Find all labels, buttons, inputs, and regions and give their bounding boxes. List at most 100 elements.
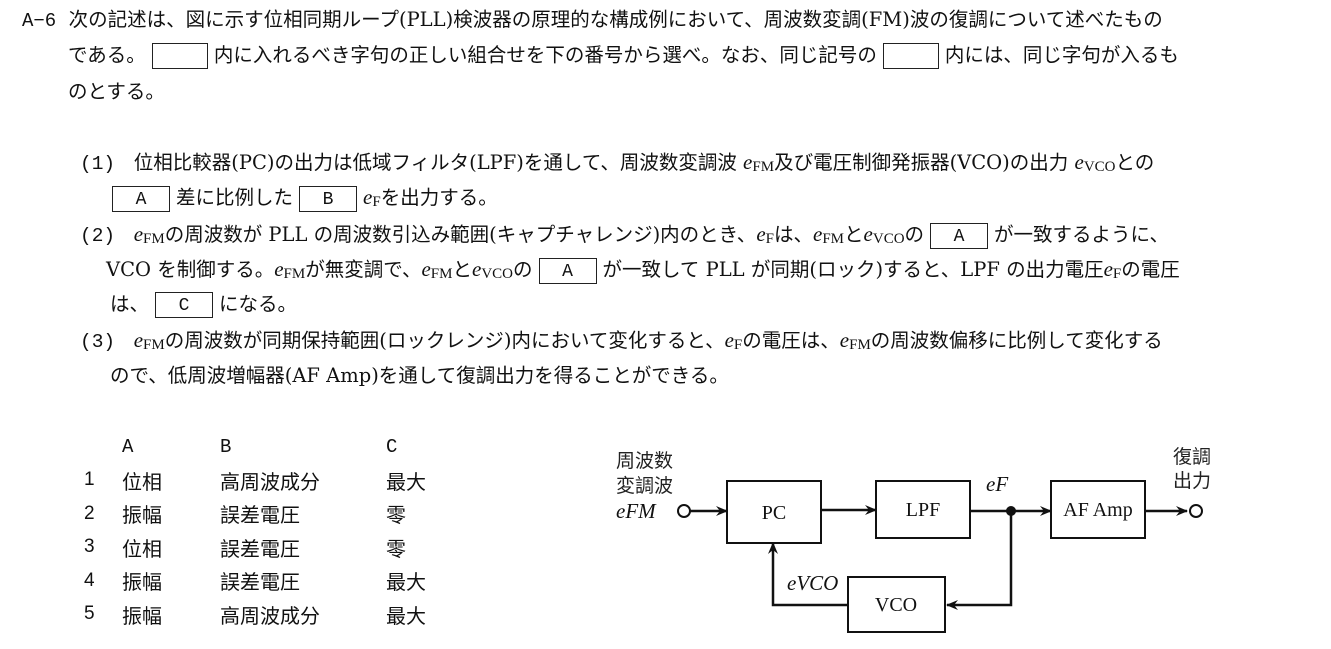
- statement-text: は、: [110, 292, 150, 316]
- symbol-e-fm: eFM: [743, 150, 775, 175]
- blank-a: A: [112, 185, 170, 212]
- statement-2-line-1: (2) eFMの周波数が PLL の周波数引込み範囲(キャプチャレンジ)内のとき…: [80, 222, 1169, 251]
- symbol-e-f: eF: [724, 328, 743, 353]
- af-amp-block-label: AF Amp: [1063, 499, 1132, 521]
- question-intro-line-3: のとする。: [68, 80, 165, 104]
- input-label-line-2: 変調波: [616, 475, 673, 497]
- header-c: C: [386, 435, 398, 458]
- symbol-e-vco: eVCO: [1074, 150, 1116, 175]
- input-terminal-icon: [677, 504, 691, 518]
- input-symbol-e-fm: eFM: [616, 499, 657, 523]
- header-b: B: [220, 435, 232, 458]
- vco-to-pc-arrow: [768, 542, 848, 607]
- vco-block-label: VCO: [875, 594, 917, 616]
- statement-text: が一致して PLL が同期(ロック)すると、LPF の出力電圧: [602, 258, 1104, 281]
- answer-choices-table: A B C 1 位相 高周波成分 最大 2 振幅 誤差電圧 零 3 位相 誤差電…: [84, 430, 466, 631]
- choice-c: 最大: [386, 469, 426, 494]
- blank-a: A: [930, 222, 989, 249]
- af-amp-block: [1050, 480, 1146, 539]
- lpf-block-label: LPF: [906, 499, 940, 521]
- statement-text: の周波数が PLL の周波数引込み範囲(キャプチャレンジ)内のとき、: [164, 223, 757, 246]
- choice-a: 振幅: [122, 603, 162, 628]
- symbol-e-fm: eFM: [133, 222, 165, 247]
- blank-b: B: [299, 185, 358, 212]
- statement-text: の電圧: [1121, 258, 1180, 281]
- intro-text-3: のとする。: [68, 80, 165, 103]
- choice-c: 最大: [386, 570, 426, 595]
- vco-block: [847, 576, 946, 633]
- choice-number[interactable]: 2: [84, 502, 95, 524]
- intro-text-1: 次の記述は、図に示す位相同期ループ(PLL)検波器の原理的な構成例において、周波…: [68, 8, 1163, 31]
- statement-3-line-2: ので、低周波増幅器(AF Amp)を通して復調出力を得ることができる。: [110, 364, 729, 388]
- choice-b: 高周波成分: [220, 469, 320, 494]
- output-terminal-icon: [1189, 504, 1203, 518]
- symbol-e-fm: eFM: [839, 328, 871, 353]
- choice-row[interactable]: 2 振幅 誤差電圧 零: [84, 497, 466, 531]
- choice-b: 誤差電圧: [220, 503, 300, 528]
- ef-symbol: eF: [986, 472, 1008, 496]
- blank-box-example: [151, 43, 208, 69]
- statement-text: が無変調で、: [305, 258, 422, 281]
- choice-b: 誤差電圧: [220, 536, 300, 561]
- header-a: A: [122, 435, 134, 458]
- question-number: A−6: [22, 10, 57, 32]
- statement-text: 及び電圧制御発振器(VCO)の出力: [774, 151, 1069, 174]
- statement-text: ので、低周波増幅器(AF Amp)を通して復調出力を得ることができる。: [110, 364, 729, 387]
- input-label-line-1: 周波数: [616, 450, 673, 472]
- choices-header-row: A B C: [84, 430, 466, 464]
- statement-3-number: (3): [80, 331, 116, 353]
- statement-text: の: [904, 223, 925, 246]
- choice-a: 振幅: [122, 570, 162, 595]
- blank-box-example-2: [882, 43, 939, 69]
- question-intro-line-1: A−6 次の記述は、図に示す位相同期ループ(PLL)検波器の原理的な構成例におい…: [22, 8, 1163, 33]
- symbol-e-fm: eFM: [421, 257, 453, 282]
- pc-block: [726, 480, 822, 544]
- choice-c: 零: [386, 503, 406, 528]
- choice-c: 零: [386, 536, 406, 561]
- choice-number[interactable]: 5: [84, 603, 95, 625]
- choice-number[interactable]: 4: [84, 569, 95, 591]
- statement-text: の電圧は、: [742, 329, 840, 352]
- statement-text: は、: [773, 223, 813, 246]
- pc-block-label: PC: [762, 502, 786, 524]
- statement-2-number: (2): [80, 225, 116, 247]
- intro-text-2a: である。: [68, 43, 146, 67]
- statement-text: になる。: [219, 292, 298, 316]
- choice-number[interactable]: 1: [84, 469, 95, 491]
- choice-a: 位相: [122, 536, 162, 561]
- statement-text: 差に比例した: [176, 186, 294, 209]
- choice-row[interactable]: 4 振幅 誤差電圧 最大: [84, 564, 466, 598]
- choice-number[interactable]: 3: [84, 536, 95, 558]
- intro-text-2b: 内に入れるべき字句の正しい組合せを下の番号から選べ。なお、同じ記号の: [213, 43, 877, 67]
- symbol-e-f: eF: [363, 185, 381, 210]
- statement-text: が一致するように、: [994, 223, 1169, 246]
- choice-c: 最大: [386, 603, 426, 628]
- statement-text: と: [452, 258, 472, 281]
- statement-3-line-1: (3) eFMの周波数が同期保持範囲(ロックレンジ)内において変化すると、eFの…: [80, 328, 1163, 357]
- output-label-line-1: 復調: [1173, 446, 1211, 468]
- statement-text: の: [512, 258, 533, 281]
- statement-1-line-1: (1) 位相比較器(PC)の出力は低域フィルタ(LPF)を通して、周波数変調波 …: [80, 150, 1154, 179]
- output-label-line-2: 出力: [1173, 470, 1211, 492]
- evco-symbol: eVCO: [787, 571, 838, 595]
- choice-b: 高周波成分: [220, 603, 320, 628]
- choice-row[interactable]: 3 位相 誤差電圧 零: [84, 531, 466, 565]
- symbol-e-fm: eFM: [274, 257, 306, 282]
- symbol-e-vco: eVCO: [863, 222, 905, 247]
- choice-row[interactable]: 1 位相 高周波成分 最大: [84, 464, 466, 498]
- intro-text-2c: 内には、同じ字句が入るも: [944, 43, 1179, 67]
- statement-text: を出力する。: [380, 186, 498, 209]
- statement-text: の周波数偏移に比例して変化する: [870, 329, 1163, 352]
- choice-row[interactable]: 5 振幅 高周波成分 最大: [84, 598, 466, 632]
- symbol-e-f: eF: [756, 222, 774, 247]
- choice-a: 位相: [122, 469, 162, 494]
- choice-b: 誤差電圧: [220, 570, 300, 595]
- feedback-to-vco-arrow: [946, 511, 1013, 610]
- symbol-e-f: eF: [1103, 257, 1122, 282]
- blank-a: A: [538, 257, 597, 284]
- question-intro-line-2: である。 内に入れるべき字句の正しい組合せを下の番号から選べ。なお、同じ記号の 内に…: [68, 43, 1179, 69]
